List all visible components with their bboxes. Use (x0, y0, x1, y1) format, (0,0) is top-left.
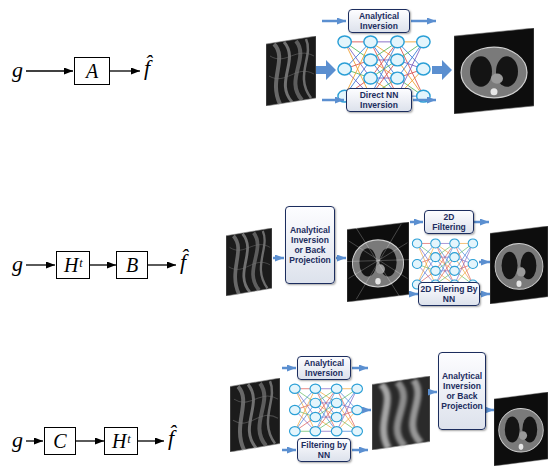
flow-arrow (480, 293, 490, 296)
flow-arrow (411, 20, 436, 23)
operator-box: B (116, 251, 148, 279)
process-box: Analytical Inversion (348, 9, 410, 33)
box-text: Analytical Inversion (299, 358, 349, 378)
signal-arrow (76, 440, 104, 441)
process-box: 2D Filering By NN (418, 282, 480, 306)
sinogram-image (226, 228, 272, 296)
process-box: Direct NN Inversion (346, 88, 412, 112)
box-text: Hᵗ (64, 253, 82, 277)
flow-arrow (430, 391, 437, 394)
flow-arrow (474, 221, 489, 224)
process-box: Analytical Inversion or Back Projection (285, 206, 335, 284)
thick-arrow (432, 60, 452, 80)
signal-arrow (148, 264, 176, 265)
flow-arrow (282, 367, 296, 370)
box-text: Analytical Inversion or Back Projection (440, 371, 484, 411)
signal-arrow (90, 264, 116, 265)
ct-image (490, 226, 548, 304)
signal-label: g (12, 251, 23, 279)
flow-arrow (282, 449, 296, 452)
signal-label: f̂ (180, 249, 186, 277)
neural-network (290, 384, 363, 436)
flow-arrow (409, 293, 418, 296)
box-text: 2D Filtering (426, 212, 472, 232)
filtered-sinogram-image (372, 376, 430, 450)
box-text: Filtering by NN (299, 440, 349, 460)
ct-image (494, 392, 548, 466)
operator-box: C (44, 427, 76, 455)
signal-arrow (138, 440, 164, 441)
operator-box: Hᵗ (56, 251, 90, 279)
flow-arrow (273, 257, 284, 260)
flow-arrow (486, 409, 494, 412)
box-text: B (126, 253, 138, 277)
box-text: Direct NN Inversion (348, 90, 410, 110)
flow-arrow (336, 257, 346, 260)
signal-arrow (26, 70, 73, 71)
sinogram-image (230, 378, 280, 452)
sinogram-image (266, 36, 316, 106)
signal-arrow (26, 264, 55, 265)
signal-arrow (26, 440, 43, 441)
process-box: Analytical Inversion or Back Projection (438, 352, 486, 430)
flow-arrow (364, 409, 371, 412)
flow-arrow (322, 20, 346, 23)
signal-label: g (12, 57, 23, 85)
process-box: Analytical Inversion (297, 356, 351, 380)
signal-label: g (12, 427, 23, 455)
box-text: Hᵗ (112, 429, 130, 453)
box-text: A (86, 59, 98, 83)
flow-arrow (352, 449, 368, 452)
flow-arrow (322, 99, 344, 102)
flow-arrow (352, 367, 368, 370)
process-box: 2D Filtering (424, 210, 474, 234)
box-text: Analytical Inversion (350, 11, 408, 31)
box-text: Analytical Inversion or Back Projection (287, 225, 333, 265)
flow-arrow (479, 261, 490, 264)
signal-label: f̂ (168, 425, 174, 453)
process-box: Filtering by NN (297, 438, 351, 462)
signal-arrow (110, 70, 140, 71)
box-text: C (53, 429, 66, 453)
noisy-ct-image (347, 222, 409, 302)
flow-arrow (410, 221, 423, 224)
flow-arrow (413, 99, 436, 102)
signal-label: f̂ (144, 55, 150, 83)
operator-box: A (74, 57, 110, 85)
thick-arrow (316, 60, 336, 80)
box-text: 2D Filering By NN (420, 284, 478, 304)
ct-image (454, 28, 534, 114)
operator-box: Hᵗ (104, 427, 138, 455)
